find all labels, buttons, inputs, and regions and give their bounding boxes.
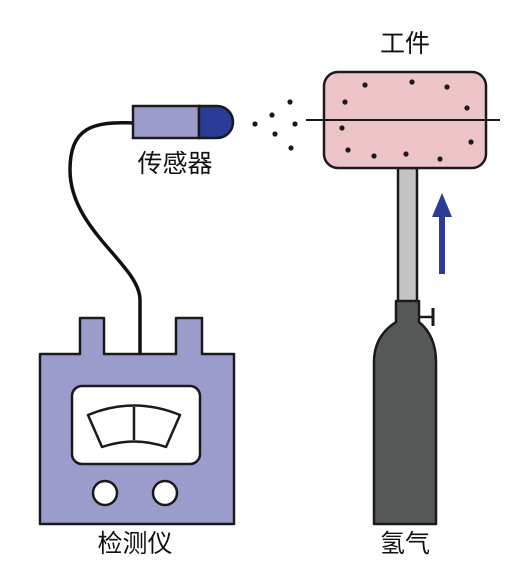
- sensor-body: [131, 104, 201, 140]
- cylinder-body: [372, 299, 438, 526]
- workpiece-label: 工件: [380, 29, 430, 58]
- leak-dot: [272, 131, 278, 137]
- leak-dot: [252, 121, 258, 127]
- hydrogen-label: 氢气: [380, 529, 430, 558]
- detector-knob-right[interactable]: [151, 479, 179, 507]
- leak-dot: [287, 99, 293, 105]
- detector-device: [38, 316, 236, 526]
- workpiece-dots: [339, 79, 474, 162]
- sensor-cable: [68, 120, 142, 356]
- detector-label: 检测仪: [97, 529, 172, 558]
- leak-dot: [288, 145, 294, 151]
- sensor-label: 传感器: [137, 149, 212, 178]
- gas-pipe: [396, 166, 419, 304]
- sensor-probe: [131, 104, 235, 140]
- leak-dots: [252, 99, 298, 151]
- gas-cylinder-icon: [372, 299, 438, 526]
- sensor-tip: [197, 104, 235, 140]
- arrow-up-icon: [432, 193, 452, 274]
- leak-dot: [269, 112, 275, 118]
- workpiece: [306, 70, 500, 170]
- detector-knob-left[interactable]: [91, 479, 119, 507]
- leak-dot: [292, 121, 298, 127]
